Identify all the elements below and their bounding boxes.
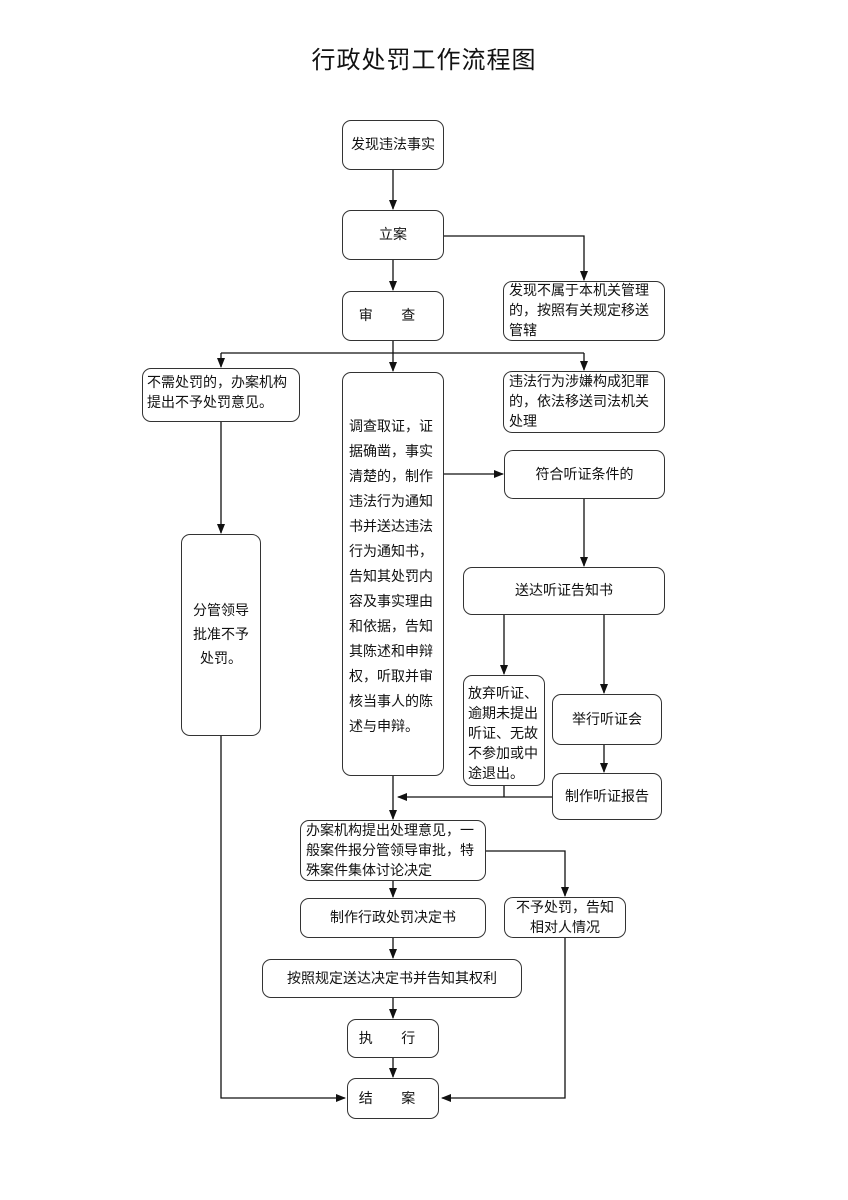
node-discover: 发现违法事实 [342,120,444,170]
node-hold-hearing: 举行听证会 [552,694,662,745]
node-review: 审 查 [342,291,444,341]
node-investigate: 调查取证，证据确凿，事实清楚的，制作违法行为通知书并送达违法行为通知书，告知其处… [342,372,444,776]
edge-nopenalty-close [441,938,566,1102]
node-criminal-transfer: 违法行为涉嫌构成犯罪的，依法移送司法机关处理 [503,371,665,433]
edge-leader-close [220,736,346,1102]
node-hearing-notice: 送达听证告知书 [463,567,665,615]
node-handling-opinion: 办案机构提出处理意见，一般案件报分管领导审批，特殊案件集体讨论决定 [300,820,486,881]
node-deliver-decision: 按照规定送达决定书并告知其权利 [262,959,522,998]
node-close-case: 结 案 [347,1078,439,1119]
node-execute: 执 行 [347,1019,439,1058]
node-waive-hearing: 放弃听证、逾期未提出听证、无故不参加或中途退出。 [463,675,545,786]
node-transfer-jurisdiction: 发现不属于本机关管理的，按照有关规定移送管辖 [503,281,665,341]
node-register: 立案 [342,210,444,260]
node-no-penalty-needed: 不需处罚的，办案机构提出不予处罚意见。 [142,368,300,422]
node-hearing-report: 制作听证报告 [552,773,662,820]
node-hearing-eligible: 符合听证条件的 [504,450,665,499]
edge-opinion-nopenalty [486,850,569,897]
node-make-decision: 制作行政处罚决定书 [300,898,486,938]
diagram-title: 行政处罚工作流程图 [311,46,537,74]
node-no-penalty-notify: 不予处罚，告知相对人情况 [504,897,626,938]
node-leader-approve-no-penalty: 分管领导批准不予处罚。 [181,534,261,736]
edge-register-transfer [444,235,588,281]
